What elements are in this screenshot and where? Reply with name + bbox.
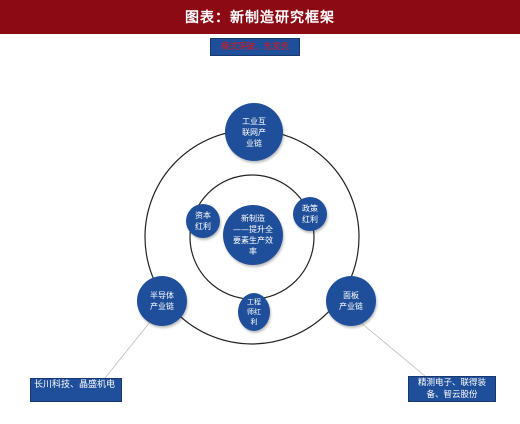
bottom-right-box: 精测电子、联得装备、智云股份: [408, 376, 496, 402]
node-engineer-dividend: 工程 师红 利: [238, 293, 270, 331]
node-policy-dividend: 政策 红利: [293, 197, 327, 231]
node-center-label: 新制造 ——提升全 要素生产效 率: [233, 214, 273, 256]
title-bar: 图表：新制造研究框架: [0, 0, 520, 34]
node-panel: 面板 产业链: [326, 276, 376, 326]
node-industrial-internet-label: 工业互 联网产 业链: [242, 116, 266, 148]
top-label-text: 模式突破、先发优: [220, 42, 289, 52]
node-semiconductor-label: 半导体 产业链: [150, 291, 174, 311]
figure-title: 图表：新制造研究框架: [185, 10, 335, 26]
bottom-left-text: 长川科技、晶盛机电: [34, 380, 116, 390]
node-engineer-dividend-label: 工程 师红 利: [247, 298, 261, 326]
node-policy-dividend-label: 政策 红利: [302, 204, 318, 224]
node-capital-dividend: 资本 红利: [186, 204, 220, 238]
node-semiconductor: 半导体 产业链: [137, 276, 187, 326]
top-label-box: 模式突破、先发优: [210, 38, 300, 56]
bottom-right-text: 精测电子、联得装备、智云股份: [417, 378, 486, 400]
bottom-left-box: 长川科技、晶盛机电: [30, 378, 122, 402]
node-panel-label: 面板 产业链: [339, 291, 363, 311]
node-capital-dividend-label: 资本 红利: [195, 211, 211, 231]
connector-right: [359, 321, 426, 377]
connector-left: [104, 321, 151, 379]
node-industrial-internet: 工业互 联网产 业链: [225, 103, 283, 161]
node-center: 新制造 ——提升全 要素生产效 率: [223, 205, 283, 265]
